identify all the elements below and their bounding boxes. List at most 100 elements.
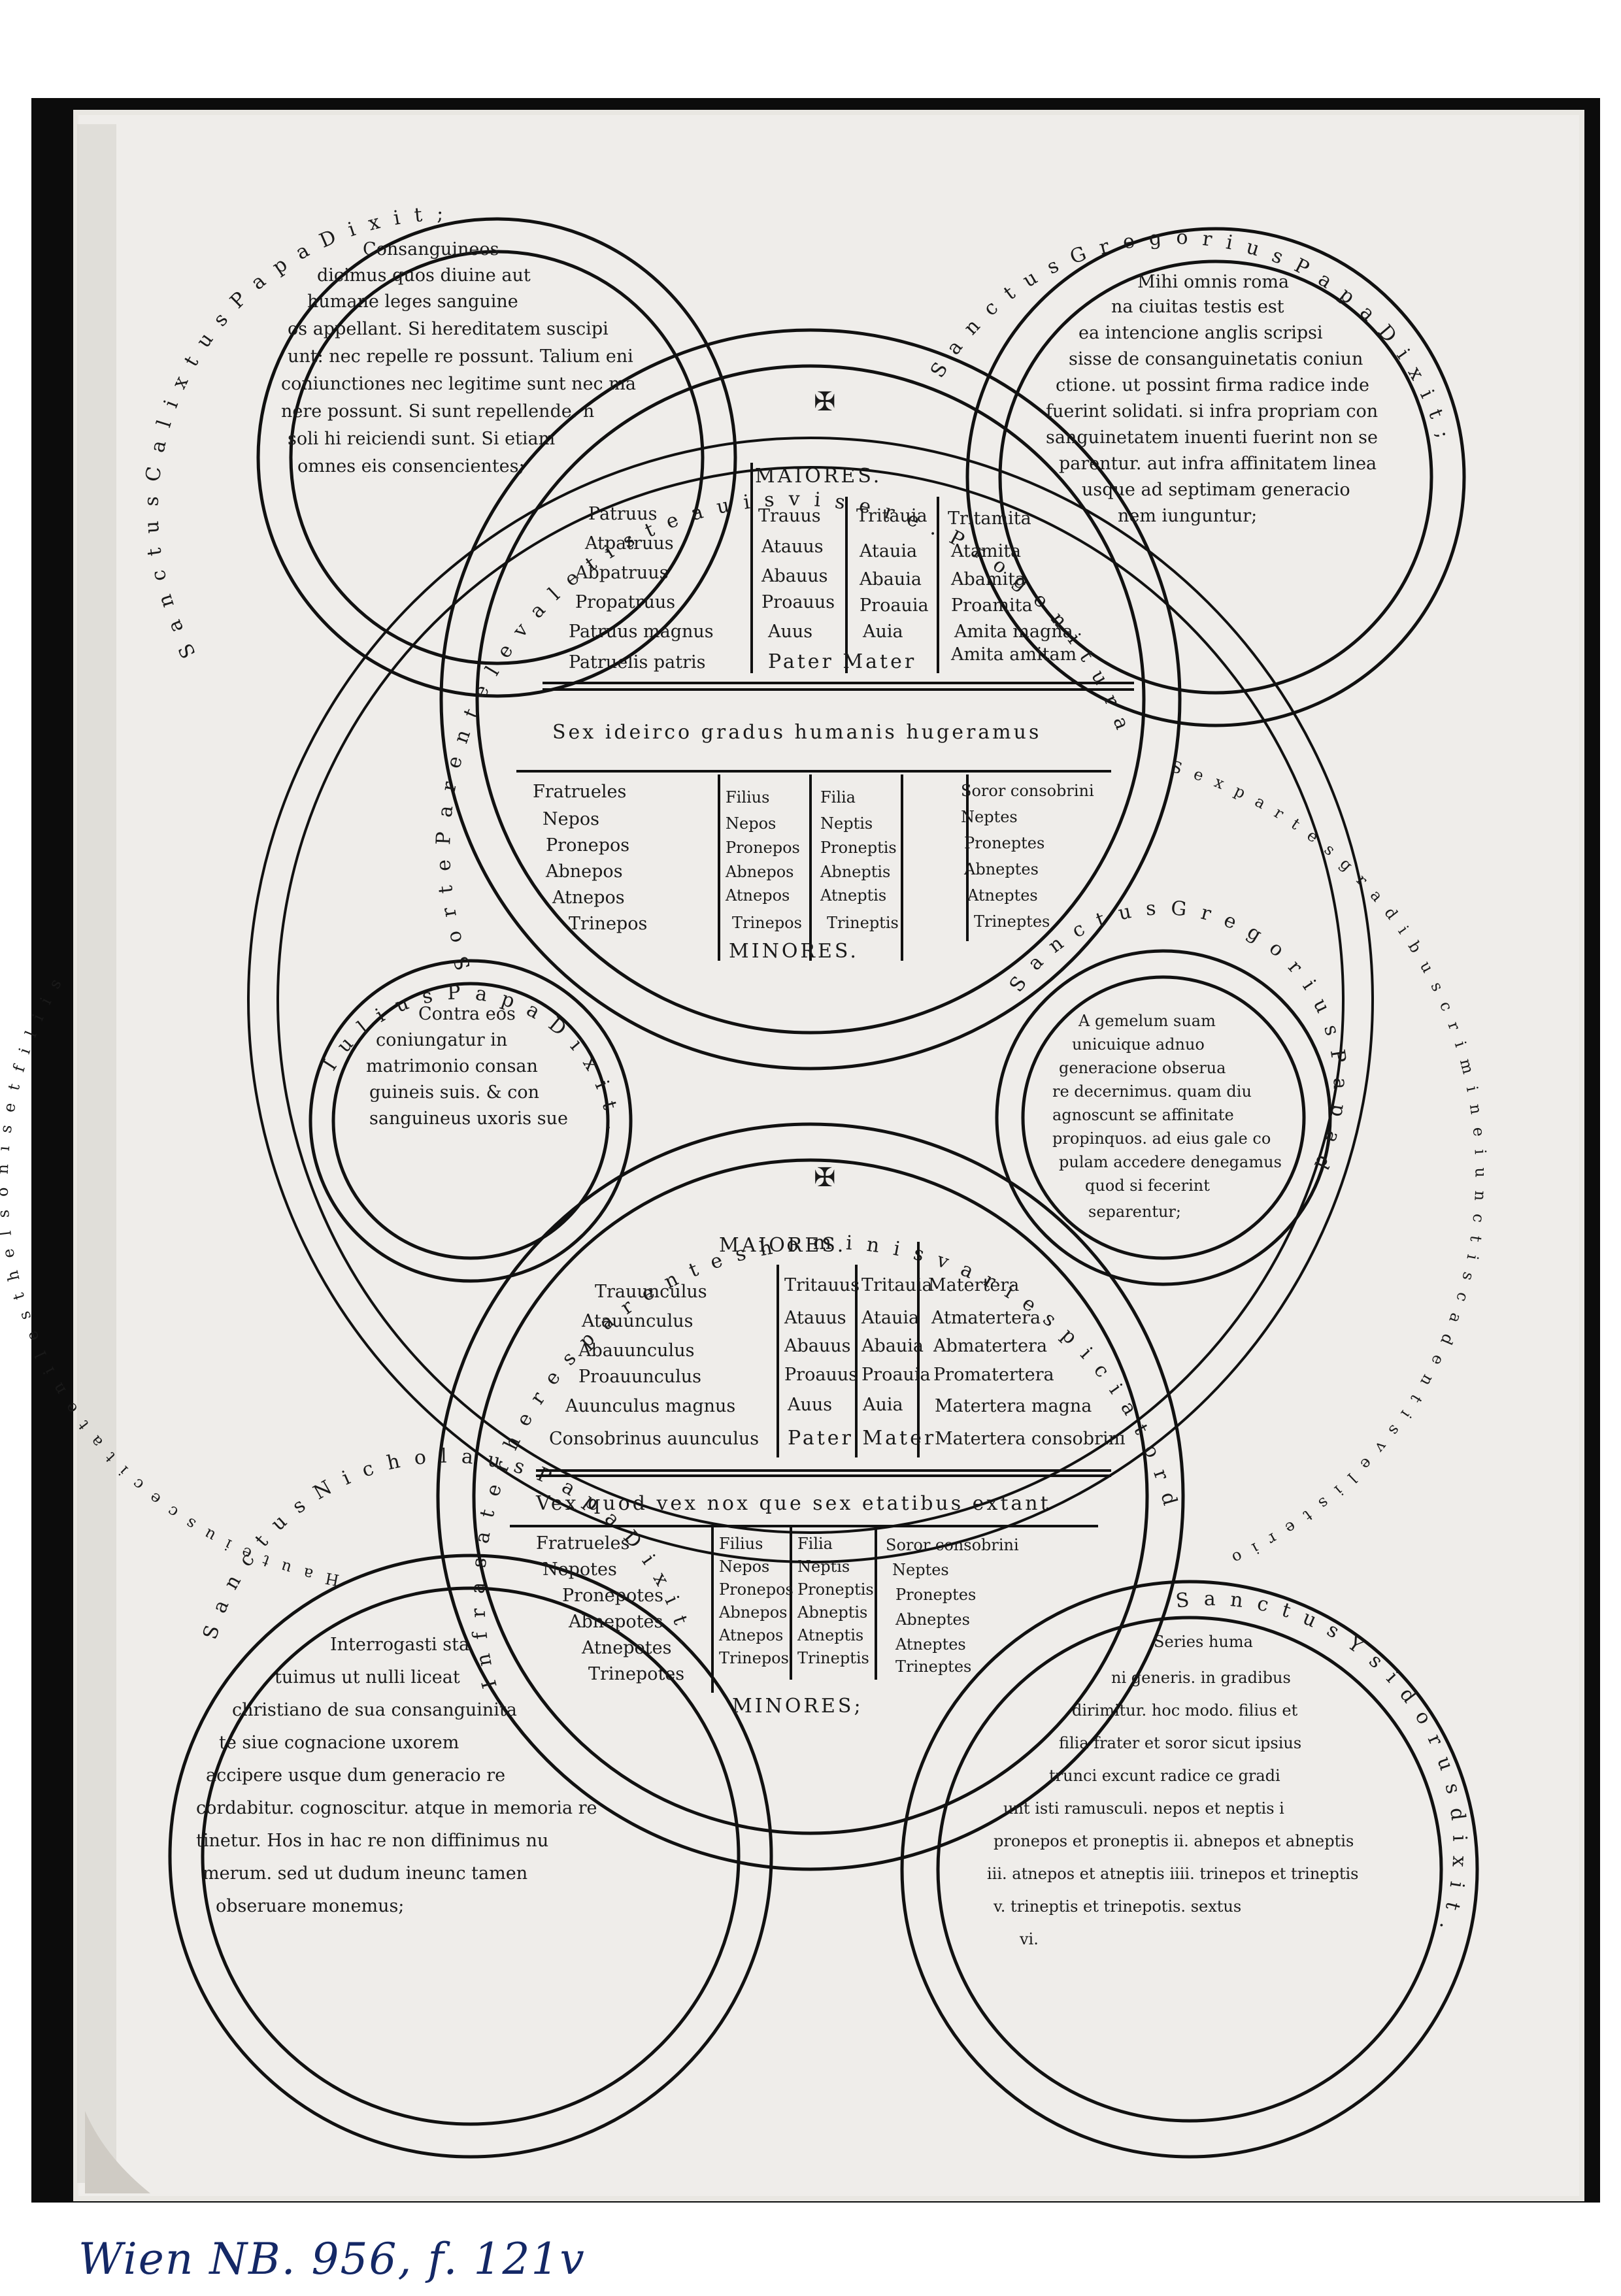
svg-text:Atmatertera: Atmatertera: [931, 1308, 1041, 1328]
svg-text:sanguinetatem inuenti fuerint: sanguinetatem inuenti fuerint non se: [1046, 427, 1378, 448]
svg-text:ctione. ut possint firma radic: ctione. ut possint firma radice inde: [1056, 375, 1369, 395]
svg-text:accipere usque dum generacio r: accipere usque dum generacio re: [206, 1765, 505, 1786]
svg-text:separentur;: separentur;: [1088, 1203, 1181, 1221]
svg-text:Atnepos: Atnepos: [725, 886, 790, 905]
svg-text:Amita magna: Amita magna: [954, 622, 1073, 642]
svg-text:Atauia: Atauia: [861, 1308, 919, 1328]
svg-text:Atauus: Atauus: [784, 1308, 846, 1328]
svg-text:nere possunt. Si sunt repellen: nere possunt. Si sunt repellende. n: [281, 401, 594, 422]
svg-text:Contra eos: Contra eos: [418, 1004, 516, 1024]
svg-text:Atnepos: Atnepos: [552, 888, 625, 908]
svg-text:Series huma: Series huma: [1154, 1633, 1253, 1651]
text-block-mid-left: Contra eos coniungatur in matrimonio con…: [366, 1004, 568, 1129]
svg-text:Abnepos: Abnepos: [725, 863, 794, 881]
svg-text:Proauus: Proauus: [784, 1365, 858, 1385]
svg-text:Proauunculus: Proauunculus: [578, 1367, 701, 1387]
svg-text:Abauia: Abauia: [859, 569, 922, 590]
svg-text:Filius: Filius: [726, 788, 769, 807]
svg-text:Neptis: Neptis: [797, 1557, 850, 1576]
svg-text:Patruus magnus: Patruus magnus: [569, 622, 714, 642]
svg-text:Atauia: Atauia: [859, 541, 917, 561]
bottom-circle-table: ✠ MAIORES. Trauunculus Atauunculus Abauu…: [510, 1163, 1126, 1718]
maiores-label: MAIORES.: [719, 1234, 846, 1257]
svg-text:Matertera: Matertera: [928, 1275, 1019, 1295]
svg-text:v. trineptis et trinepotis. se: v. trineptis et trinepotis. sextus: [993, 1897, 1241, 1916]
svg-text:Auus: Auus: [787, 1395, 832, 1415]
maiores-label: MAIORES.: [755, 465, 882, 488]
svg-text:na ciuitas testis est: na ciuitas testis est: [1111, 297, 1284, 317]
svg-text:unt: nec repelle re possunt. T: unt: nec repelle re possunt. Talium eni: [288, 346, 633, 367]
svg-text:unt isti ramusculi. nepos et n: unt isti ramusculi. nepos et neptis i: [1003, 1799, 1284, 1818]
svg-text:Interrogasti sta: Interrogasti sta: [330, 1635, 469, 1655]
svg-text:Proneptis: Proneptis: [820, 839, 897, 857]
svg-text:matrimonio consan: matrimonio consan: [366, 1056, 538, 1076]
svg-text:agnoscunt se affinitate: agnoscunt se affinitate: [1052, 1106, 1234, 1124]
svg-text:fuerint solidati. si infra pro: fuerint solidati. si infra propriam con: [1046, 401, 1378, 422]
svg-text:Filia: Filia: [797, 1535, 833, 1553]
svg-text:Soror consobrini: Soror consobrini: [961, 782, 1094, 800]
svg-text:cordabitur. cognoscitur. atque: cordabitur. cognoscitur. atque in memori…: [196, 1798, 597, 1818]
svg-text:Consanguineos: Consanguineos: [363, 239, 499, 259]
svg-text:Auus: Auus: [767, 622, 812, 642]
svg-text:Abpatruus: Abpatruus: [575, 563, 669, 583]
svg-text:generacione obserua: generacione obserua: [1059, 1059, 1226, 1077]
svg-text:sisse de consanguinetatis coni: sisse de consanguinetatis coniun: [1069, 349, 1363, 369]
svg-text:coniunctiones nec legitime sun: coniunctiones nec legitime sunt nec ma: [281, 374, 636, 394]
svg-text:pulam accedere denegamus: pulam accedere denegamus: [1059, 1153, 1282, 1171]
svg-text:trunci excunt radice ce gradi: trunci excunt radice ce gradi: [1049, 1767, 1280, 1785]
text-block-bottom-right: Series huma ni generis. in gradibus diri…: [987, 1633, 1358, 1948]
svg-text:iii. atnepos et atneptis iiii.: iii. atnepos et atneptis iiii. trinepos …: [987, 1865, 1358, 1883]
svg-text:sanguineus uxoris sue: sanguineus uxoris sue: [369, 1108, 568, 1129]
archive-caption: Wien NB. 956, f. 121v: [78, 2234, 586, 2284]
svg-text:Propatruus: Propatruus: [575, 592, 675, 612]
svg-text:omnes eis consencientes;: omnes eis consencientes;: [297, 456, 525, 476]
svg-text:Abneptes: Abneptes: [895, 1610, 970, 1629]
svg-text:Abnepotes: Abnepotes: [568, 1612, 663, 1632]
text-block-top-right: Mihi omnis roma na ciuitas testis est ea…: [1046, 272, 1378, 526]
svg-text:Proneptis: Proneptis: [797, 1580, 874, 1599]
svg-text:propinquos. ad eius gale co: propinquos. ad eius gale co: [1052, 1129, 1271, 1148]
svg-text:Atnepotes: Atnepotes: [581, 1638, 671, 1658]
svg-text:Atneptis: Atneptis: [797, 1626, 863, 1644]
svg-text:nem iunguntur;: nem iunguntur;: [1118, 506, 1257, 526]
svg-text:Consobrinus auunculus: Consobrinus auunculus: [549, 1429, 759, 1449]
svg-text:Nepos: Nepos: [719, 1557, 769, 1576]
svg-text:Patruus: Patruus: [588, 504, 657, 524]
minores-label: MINORES;: [732, 1695, 863, 1718]
cross-icon: ✠: [814, 387, 836, 417]
svg-text:Trinepos: Trinepos: [732, 914, 802, 932]
svg-text:unicuique adnuo: unicuique adnuo: [1072, 1035, 1205, 1054]
svg-text:Atneptes: Atneptes: [895, 1635, 966, 1654]
svg-text:Filius: Filius: [719, 1535, 763, 1553]
svg-text:Amita amitam: Amita amitam: [950, 644, 1077, 665]
svg-text:ea intencione anglis scripsi: ea intencione anglis scripsi: [1078, 323, 1323, 343]
svg-text:pronepos et proneptis ii. abne: pronepos et proneptis ii. abnepos et abn…: [994, 1832, 1354, 1850]
svg-text:quod si fecerint: quod si fecerint: [1085, 1176, 1210, 1195]
circle-divider-text: Sex ideirco gradus humanis hugeramus: [552, 721, 1041, 744]
svg-text:Abamita: Abamita: [950, 569, 1026, 590]
svg-text:soli hi reiciendi sunt. Si eti: soli hi reiciendi sunt. Si etiam: [288, 429, 555, 449]
svg-text:Trinepotes: Trinepotes: [588, 1664, 684, 1684]
svg-text:Pronepotes: Pronepotes: [562, 1586, 663, 1606]
svg-text:usque ad septimam generacio: usque ad septimam generacio: [1082, 480, 1350, 500]
svg-text:ni generis. in gradibus: ni generis. in gradibus: [1111, 1669, 1291, 1687]
svg-text:guineis suis. & con: guineis suis. & con: [369, 1082, 539, 1103]
svg-text:Atneptes: Atneptes: [967, 886, 1038, 905]
svg-text:Pronepos: Pronepos: [546, 835, 629, 856]
svg-text:Matertera consobrini: Matertera consobrini: [935, 1429, 1126, 1449]
svg-text:Tritauus: Tritauus: [784, 1275, 860, 1295]
svg-text:Atauunculus: Atauunculus: [581, 1311, 694, 1331]
svg-text:Proauus: Proauus: [761, 592, 835, 612]
pater-mater: Pater Mater: [788, 1427, 936, 1450]
text-block-bottom-left: Interrogasti sta tuimus ut nulli liceat …: [196, 1635, 597, 1916]
svg-text:Abmatertera: Abmatertera: [933, 1336, 1047, 1356]
circle-divider-text: Vex quod vex nox que sex etatibus extant: [535, 1492, 1051, 1515]
svg-text:os appellant. Si hereditatem s: os appellant. Si hereditatem suscipi: [288, 319, 609, 339]
svg-text:Tritamita: Tritamita: [948, 508, 1031, 529]
svg-text:Abneptis: Abneptis: [797, 1603, 867, 1622]
svg-text:Nepotes: Nepotes: [543, 1559, 617, 1580]
svg-text:Abauus: Abauus: [761, 566, 828, 586]
circle-outlines: [168, 217, 1479, 2159]
